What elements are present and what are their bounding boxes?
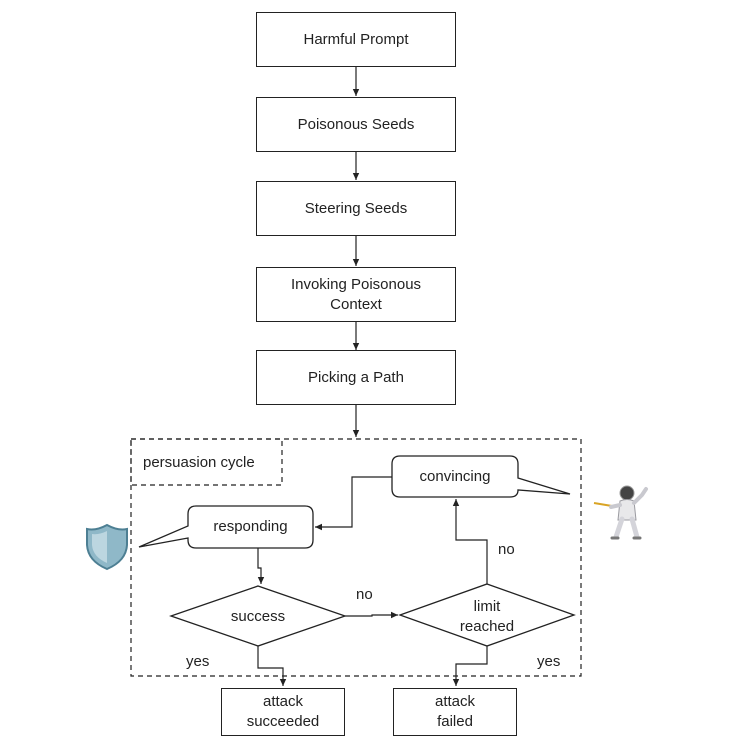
arrow-limit-to-convincing <box>452 499 488 584</box>
arrow-limit-to-failed <box>452 646 488 686</box>
success-yes-label: yes <box>186 653 210 670</box>
arrow-success-to-succeeded <box>257 646 287 686</box>
attack-succeeded-line1: attack <box>262 693 304 710</box>
convincing-label: convincing <box>419 468 491 485</box>
success-label: success <box>230 608 286 625</box>
limit-yes-label: yes <box>537 653 561 670</box>
responding-bubble <box>138 505 314 549</box>
convincing-bubble <box>391 455 571 498</box>
limit-no-label: no <box>498 541 515 558</box>
success-no-label: no <box>356 586 373 603</box>
persuasion-cycle-container <box>130 438 582 677</box>
attack-failed-box: attack failed <box>393 688 517 736</box>
steering-seeds-box: Steering Seeds <box>256 181 456 236</box>
invoking-label-line1: Invoking Poisonous <box>290 275 422 293</box>
invoking-label-line2: Context <box>330 295 382 313</box>
attack-failed-line2: failed <box>437 713 473 730</box>
harmful-prompt-box: Harmful Prompt <box>256 12 456 67</box>
arrow-success-to-limit <box>345 611 398 619</box>
poisonous-seeds-label: Poisonous Seeds <box>297 115 415 133</box>
attack-succeeded-line2: succeeded <box>246 713 320 730</box>
picking-a-path-label: Picking a Path <box>308 368 404 386</box>
responding-label: responding <box>213 518 288 535</box>
attack-failed-line1: attack <box>434 693 476 710</box>
picking-a-path-box: Picking a Path <box>256 350 456 405</box>
attack-succeeded-box: attack succeeded <box>221 688 345 736</box>
invoking-poisonous-context-box: Invoking Poisonous Context <box>256 267 456 322</box>
shield-icon <box>86 523 128 571</box>
harmful-prompt-label: Harmful Prompt <box>303 30 409 48</box>
steering-seeds-label: Steering Seeds <box>304 199 408 217</box>
poisonous-seeds-box: Poisonous Seeds <box>256 97 456 152</box>
arrow-responding-to-success <box>257 548 265 584</box>
limit-label-line2: reached <box>459 618 515 635</box>
persuasion-cycle-label: persuasion cycle <box>143 454 255 471</box>
fencer-icon <box>593 485 648 540</box>
limit-label-line1: limit <box>473 598 501 615</box>
arrow-convincing-to-responding <box>315 476 392 531</box>
persuasion-cycle-label-box <box>130 438 283 486</box>
